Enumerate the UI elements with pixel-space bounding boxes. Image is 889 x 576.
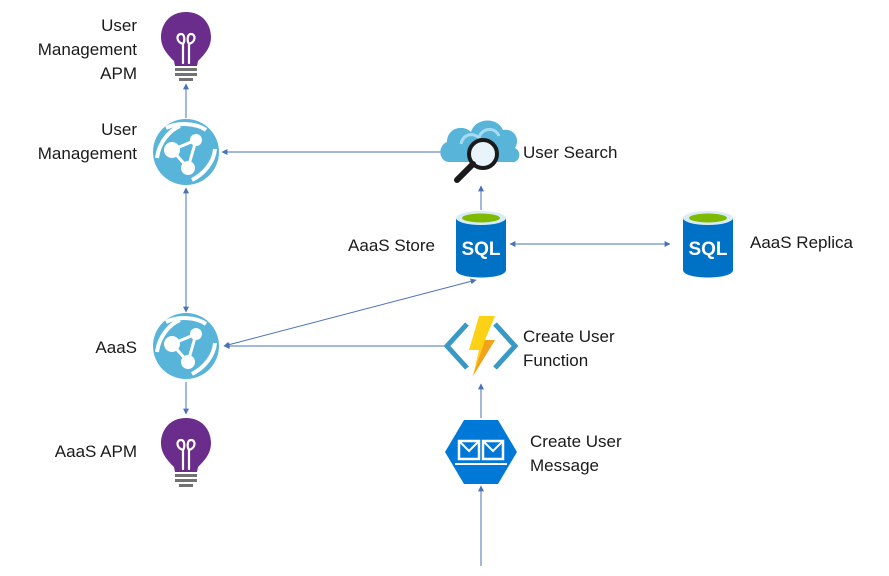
label-line: Management [37,40,137,59]
queue-message-icon [445,420,517,484]
label-line: AaaS APM [54,442,137,461]
app-service-icon [153,119,219,185]
label-line: AaaS [95,338,137,357]
sql-label: SQL [461,239,500,260]
label-line: Create User [530,432,622,451]
label-line: APM [100,64,137,83]
create-user-message-label: Create User Message [530,430,622,478]
label-line: Management [37,144,137,163]
sql-label: SQL [688,239,727,260]
aaas-apm-label: AaaS APM [55,440,137,464]
create-user-function-label: Create User Function [523,325,615,373]
label-line: User [101,120,137,139]
user-search-label: User Search [523,141,617,165]
label-line: Message [530,456,599,475]
label-line: Function [523,351,589,370]
aaas-replica-label: AaaS Replica [750,231,853,255]
app-service-icon [153,313,219,379]
aaas-label: AaaS [95,336,137,360]
lightbulb-icon [161,418,211,487]
user-management-apm-label: User Management APM [38,14,137,86]
user-management-label: User Management [38,118,137,166]
arrow-aaas-store [223,278,477,348]
aaas-store-label: AaaS Store [348,234,435,258]
sql-database-icon: SQL [456,211,506,278]
label-line: User Search [523,143,618,162]
search-service-icon [440,120,520,183]
label-line: AaaS Replica [750,233,854,252]
connectors [183,83,671,566]
function-icon [443,316,519,376]
sql-database-icon: SQL [683,211,733,278]
lightbulb-icon [161,12,211,81]
label-line: AaaS Store [348,236,435,255]
label-line: User [101,16,137,35]
label-line: Create User [523,327,615,346]
